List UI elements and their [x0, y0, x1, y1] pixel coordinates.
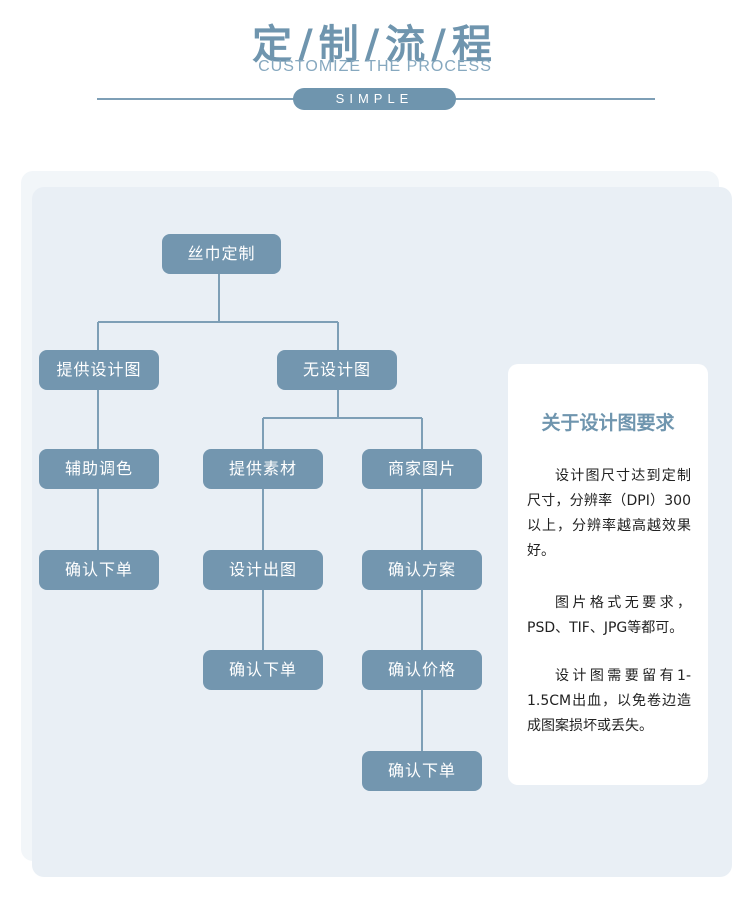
requirements-resolution: 设计图尺寸达到定制尺寸，分辨率（DPI）300以上，分辨率越高越效果好。 — [527, 468, 691, 559]
flow-node-provide-material: 提供素材 — [203, 449, 323, 489]
flow-node-confirm-order-b2: 确认下单 — [362, 751, 482, 791]
simple-badge: SIMPLE — [293, 88, 456, 110]
divider-left — [97, 98, 297, 100]
requirements-title: 关于设计图要求 — [541, 412, 675, 434]
flow-node-confirm-plan: 确认方案 — [362, 550, 482, 590]
flow-node-provide-design: 提供设计图 — [39, 350, 159, 390]
flow-node-no-design: 无设计图 — [277, 350, 397, 390]
requirements-card: 关于设计图要求 设计图尺寸达到定制尺寸，分辨率（DPI）300以上，分辨率越高越… — [508, 364, 708, 785]
flow-node-confirm-order-a: 确认下单 — [39, 550, 159, 590]
flow-node-merchant-images: 商家图片 — [362, 449, 482, 489]
flow-node-design-output: 设计出图 — [203, 550, 323, 590]
divider-right — [452, 98, 655, 100]
flow-node-confirm-order-b1: 确认下单 — [203, 650, 323, 690]
flow-node-confirm-price: 确认价格 — [362, 650, 482, 690]
requirements-bleed: 设计图需要留有1-1.5CM出血，以免卷边造成图案损坏或丢失。 — [527, 668, 691, 734]
flow-node-root: 丝巾定制 — [162, 234, 281, 274]
flow-node-color-assist: 辅助调色 — [39, 449, 159, 489]
page-subtitle: CUSTOMIZE THE PROCESS — [258, 58, 492, 75]
page-title: 定/制/流/程 — [252, 22, 498, 68]
requirements-format: 图片格式无要求，PSD、TIF、JPG等都可。 — [527, 595, 691, 636]
